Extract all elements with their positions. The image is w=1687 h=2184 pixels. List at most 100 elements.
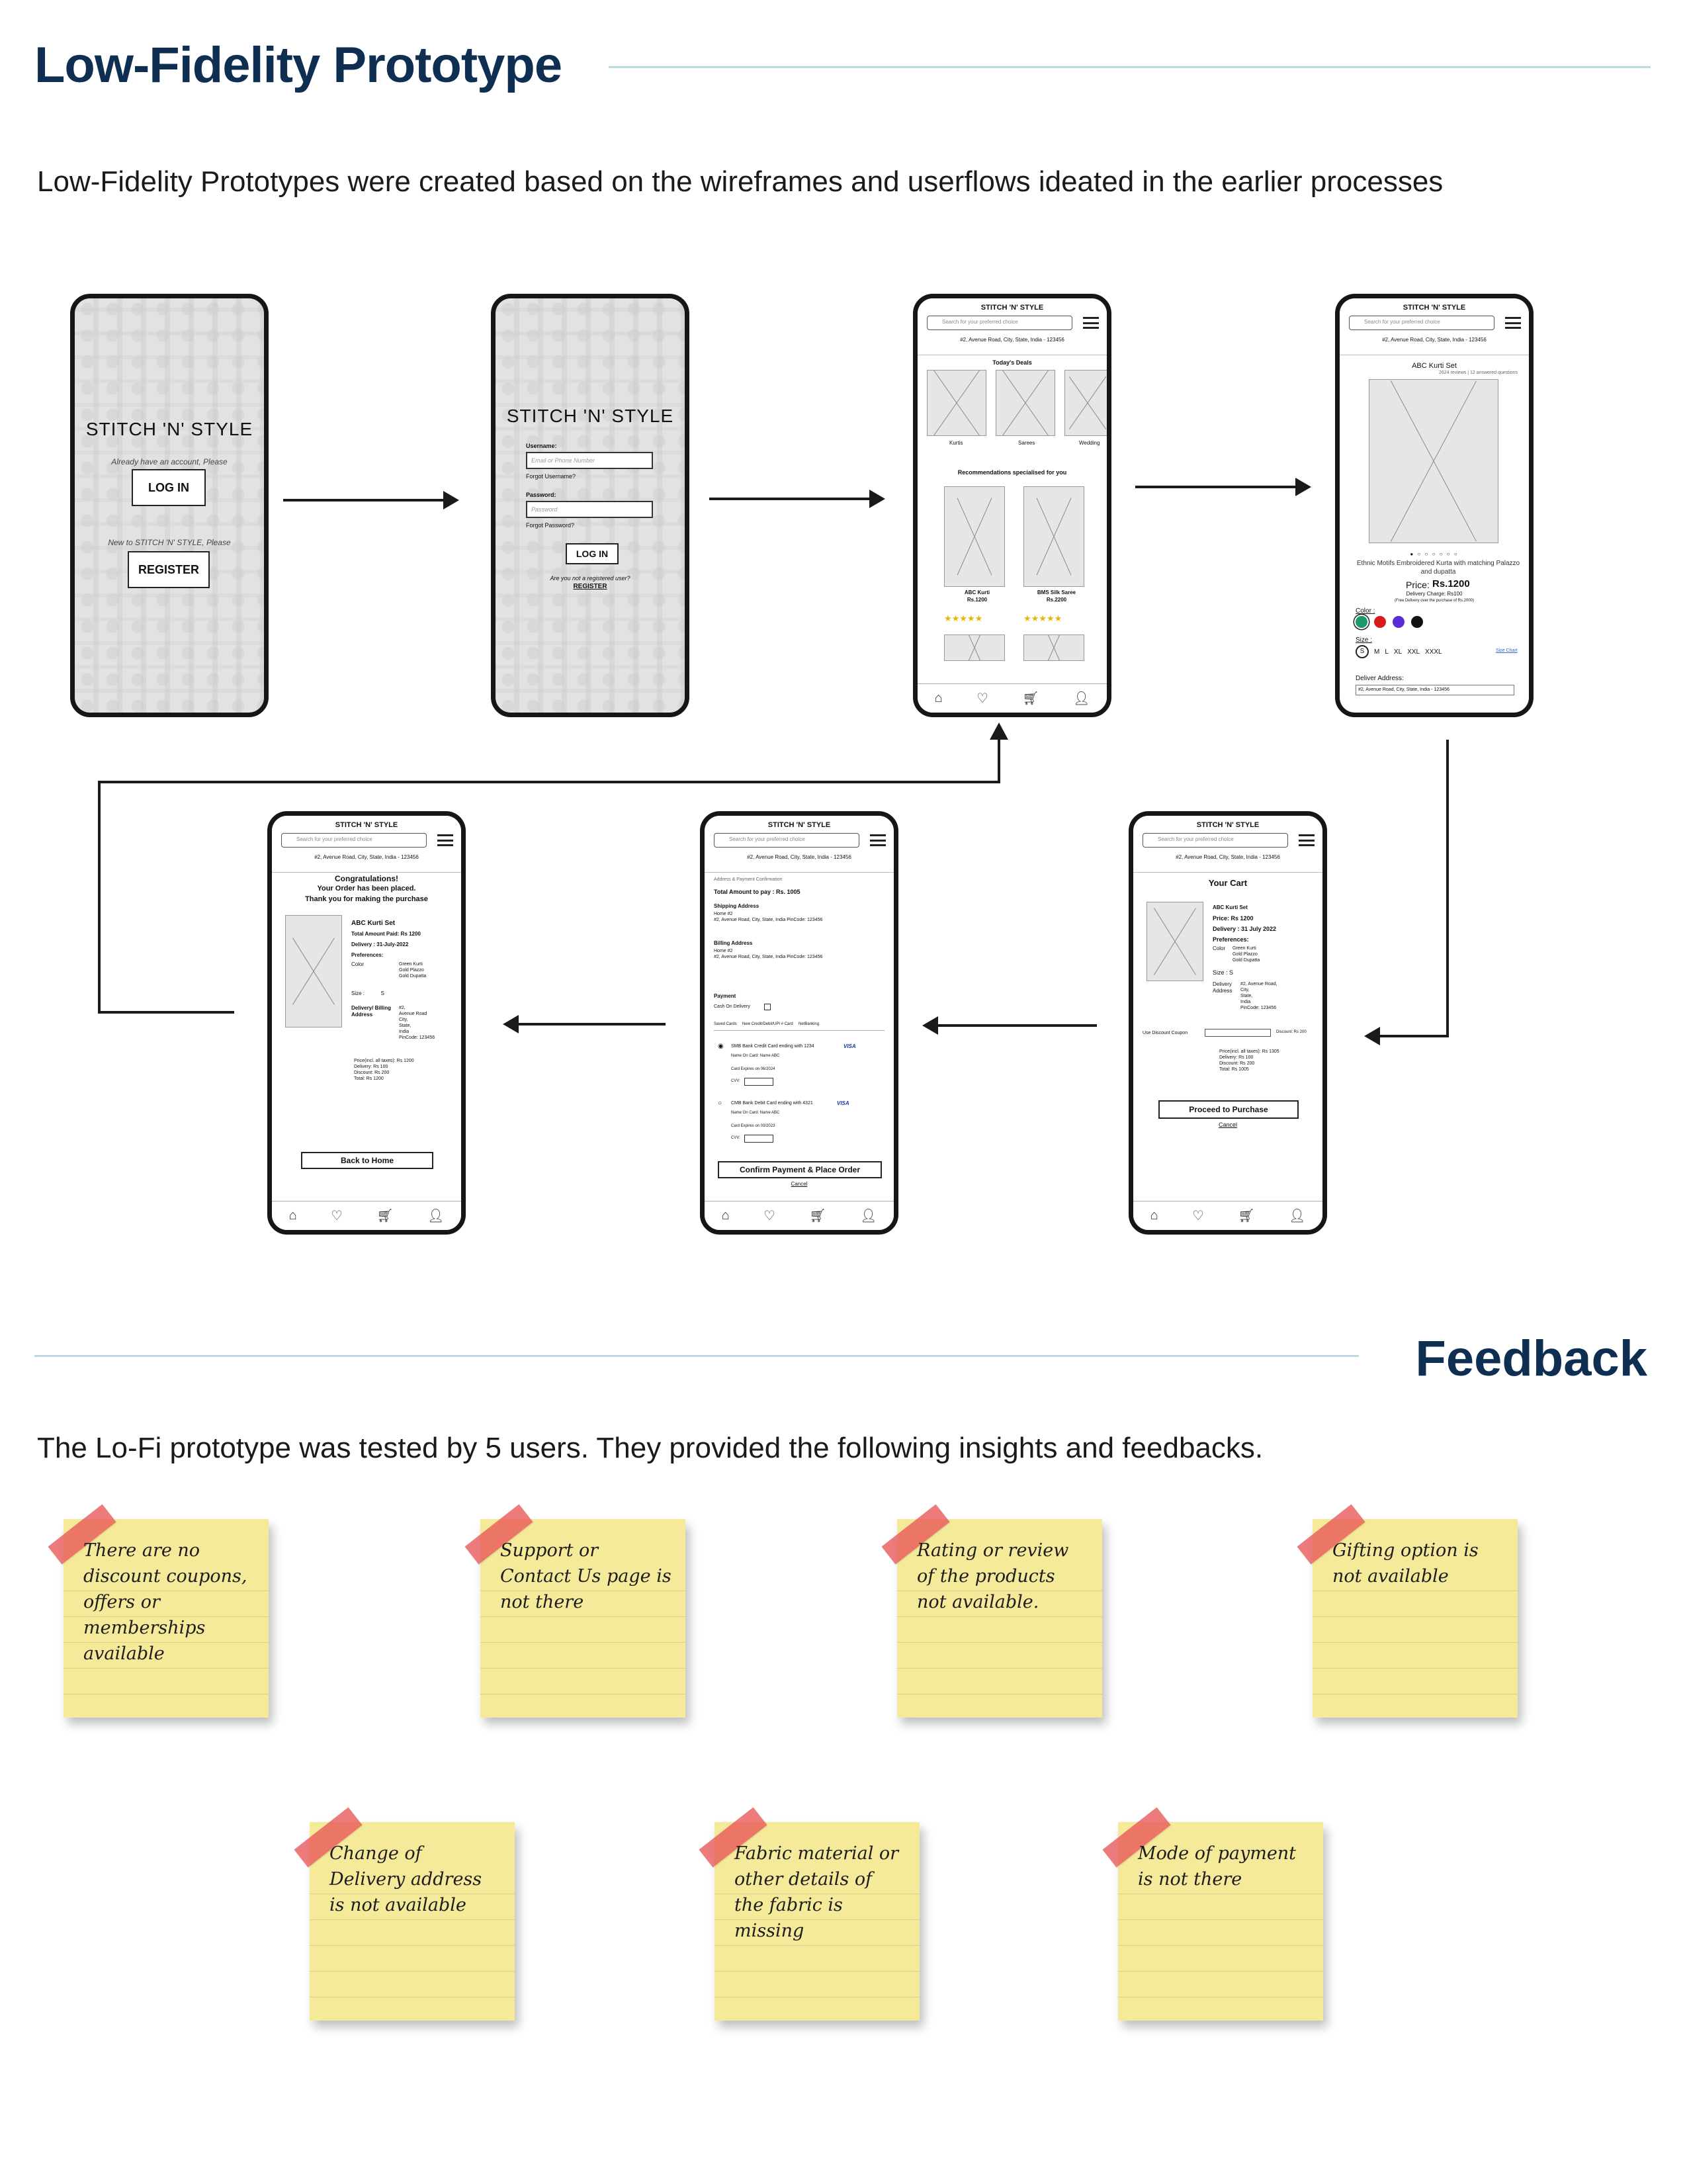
phone-welcome-screen: STITCH 'N' STYLE Already have an account… — [70, 294, 269, 717]
app-header: STITCH 'N' STYLE Search for your preferr… — [705, 816, 894, 873]
password-field[interactable]: Password — [526, 501, 653, 518]
home-icon[interactable]: ⌂ — [288, 1208, 297, 1223]
not-registered-text: Are you not a registered user? — [550, 575, 630, 582]
heart-icon[interactable]: ♡ — [763, 1209, 775, 1223]
phone-cart-screen: STITCH 'N' STYLE Search for your preferr… — [1129, 811, 1327, 1235]
product-image[interactable] — [1023, 486, 1084, 587]
flow-connector — [998, 736, 1000, 783]
search-input[interactable]: Search for your preferred choice — [1143, 833, 1288, 848]
radio-icon[interactable]: ◉ — [718, 1043, 724, 1050]
size-chart-link[interactable]: Size Chart — [1496, 648, 1518, 653]
flow-arrow — [1135, 478, 1311, 496]
product-image[interactable] — [944, 486, 1005, 587]
coupon-select[interactable] — [1205, 1029, 1271, 1037]
cart-delivery-date: Delivery : 31 July 2022 — [1213, 926, 1277, 932]
home-icon[interactable]: ⌂ — [721, 1208, 730, 1223]
size-option[interactable]: L — [1385, 648, 1389, 656]
delivery-address[interactable]: #2, Avenue Road, City, State, India - 12… — [314, 854, 419, 860]
deal-image[interactable] — [996, 370, 1055, 436]
heart-icon[interactable]: ♡ — [1192, 1209, 1204, 1223]
back-home-button[interactable]: Back to Home — [301, 1152, 433, 1169]
intro-text: Low-Fidelity Prototypes were created bas… — [37, 165, 1444, 198]
cart-icon[interactable]: 🛒︎ — [809, 1209, 826, 1223]
cancel-link[interactable]: Cancel — [791, 1181, 808, 1187]
user-icon[interactable]: 👤︎ — [859, 1209, 877, 1223]
flow-connector — [1446, 740, 1449, 1037]
user-icon[interactable]: 👤︎ — [1288, 1209, 1306, 1223]
amount-paid: Total Amount Paid: Rs 1200 — [351, 931, 421, 937]
login-button[interactable]: LOG IN — [566, 543, 619, 564]
deal-label: Kurtis — [949, 440, 963, 446]
sticky-note: There are no discount coupons, offers or… — [48, 1504, 269, 1718]
deal-image[interactable] — [1064, 370, 1107, 436]
color-swatch[interactable] — [1411, 616, 1423, 628]
visa-icon: VISA — [837, 1100, 849, 1106]
deliver-address-field[interactable]: #2, Avenue Road, City, State, India - 12… — [1356, 685, 1514, 695]
delivery-address[interactable]: #2, Avenue Road, City, State, India - 12… — [1176, 854, 1280, 860]
cvv-field[interactable] — [744, 1135, 773, 1143]
home-icon[interactable]: ⌂ — [934, 691, 943, 705]
flow-connector — [98, 781, 999, 783]
delivery-address[interactable]: #2, Avenue Road, City, State, India - 12… — [960, 337, 1064, 343]
search-input[interactable]: Search for your preferred choice — [714, 833, 859, 848]
carousel-dots[interactable]: ● ○ ○ ○ ○ ○ ○ — [1410, 551, 1459, 557]
search-input[interactable]: Search for your preferred choice — [927, 316, 1072, 330]
username-field[interactable]: Email or Phone Number — [526, 452, 653, 469]
product-image[interactable] — [1023, 634, 1084, 661]
menu-icon[interactable] — [1083, 317, 1099, 329]
user-icon[interactable]: 👤︎ — [427, 1209, 445, 1223]
cart-summary: Price(incl. all taxes): Rs 1305 Delivery… — [1219, 1049, 1279, 1072]
size-option[interactable]: M — [1374, 648, 1380, 656]
size-option[interactable]: XL — [1393, 648, 1403, 656]
confirm-payment-button[interactable]: Confirm Payment & Place Order — [718, 1161, 882, 1178]
register-button[interactable]: REGISTER — [128, 551, 210, 588]
radio-icon[interactable]: ○ — [718, 1100, 722, 1107]
color-swatch[interactable] — [1393, 616, 1405, 628]
brand-logo: STITCH 'N' STYLE — [85, 419, 253, 439]
color-swatch[interactable] — [1374, 616, 1386, 628]
cvv-field[interactable] — [744, 1078, 773, 1086]
menu-icon[interactable] — [870, 834, 886, 846]
size-option[interactable]: XXXL — [1425, 648, 1442, 656]
register-link[interactable]: REGISTER — [573, 583, 607, 590]
billing-label: Billing Address — [714, 940, 753, 946]
forgot-password-link[interactable]: Forgot Password? — [526, 522, 575, 529]
delivery-address[interactable]: #2, Avenue Road, City, State, India - 12… — [747, 854, 851, 860]
product-image[interactable] — [944, 634, 1005, 661]
user-icon[interactable]: 👤︎ — [1072, 691, 1090, 706]
flow-arrow — [503, 1015, 666, 1033]
size-option[interactable]: S — [1356, 645, 1369, 658]
product-image[interactable] — [1369, 379, 1498, 543]
proceed-button[interactable]: Proceed to Purchase — [1158, 1100, 1299, 1119]
cart-icon[interactable]: 🛒︎ — [376, 1209, 394, 1223]
cod-checkbox[interactable] — [764, 1004, 771, 1010]
payment-tabs[interactable]: Saved Cards New Credit/Debit/UPI # Card … — [714, 1022, 820, 1026]
color-label: Color : — [1356, 607, 1375, 615]
cart-item-image — [1146, 902, 1203, 981]
login-button[interactable]: LOG IN — [132, 469, 206, 506]
cart-icon[interactable]: 🛒︎ — [1238, 1209, 1255, 1223]
heart-icon[interactable]: ♡ — [331, 1209, 343, 1223]
menu-icon[interactable] — [437, 834, 453, 846]
sticky-note: Rating or review of the products not ava… — [881, 1504, 1102, 1718]
cod-option[interactable]: Cash On Delivery — [714, 1004, 750, 1009]
order-color-label: Color — [351, 961, 365, 967]
color-swatch[interactable] — [1356, 616, 1367, 628]
size-option[interactable]: XXL — [1407, 648, 1420, 656]
search-input[interactable]: Search for your preferred choice — [281, 833, 427, 848]
heart-icon[interactable]: ♡ — [976, 691, 988, 706]
forgot-username-link[interactable]: Forgot Username? — [526, 473, 576, 480]
deal-image[interactable] — [927, 370, 986, 436]
cart-icon[interactable]: 🛒︎ — [1022, 691, 1039, 706]
home-icon[interactable]: ⌂ — [1150, 1208, 1158, 1223]
cancel-link[interactable]: Cancel — [1218, 1121, 1237, 1128]
card-option[interactable]: SMB Bank Credit Card ending with 1234 — [731, 1044, 814, 1049]
sticky-note: Mode of payment is not there — [1102, 1807, 1323, 2021]
card-option[interactable]: CMB Bank Debit Card ending with 4321 — [731, 1101, 813, 1106]
menu-icon[interactable] — [1505, 317, 1521, 329]
price-label: Price: — [1406, 580, 1430, 590]
feedback-rule — [34, 1355, 1359, 1357]
search-input[interactable]: Search for your preferred choice — [1349, 316, 1494, 330]
menu-icon[interactable] — [1299, 834, 1315, 846]
delivery-address[interactable]: #2, Avenue Road, City, State, India - 12… — [1382, 337, 1487, 343]
